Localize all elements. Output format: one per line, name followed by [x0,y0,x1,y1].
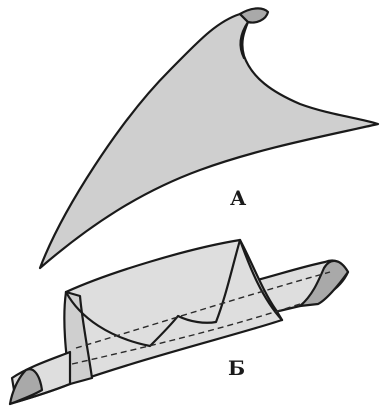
left-end-wave [8,368,44,406]
label-a: А [230,186,247,210]
left-end-outline [8,382,72,406]
right-end-wave [298,259,350,308]
wave-curl-tip [238,7,270,24]
right-fold-edge [238,238,284,322]
hidden-line-lower [71,303,301,365]
label-b: Б [228,356,245,380]
hidden-line-upper [75,271,331,349]
wave-curl-edge [239,20,250,60]
ridge-panel [64,238,284,386]
profile-zigzag [64,238,242,348]
figure-a-wave [38,7,380,270]
wave-sheet-body [38,12,380,270]
figure-b-folded-sheet [8,238,350,406]
